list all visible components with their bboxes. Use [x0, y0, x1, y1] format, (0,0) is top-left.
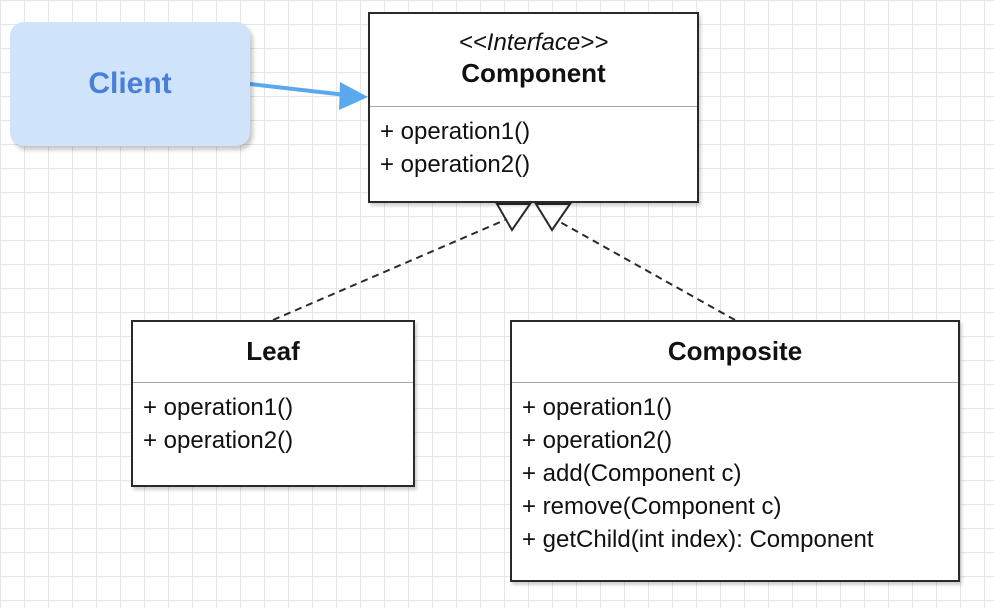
- composite-operation: + getChild(int index): Component: [522, 526, 874, 553]
- component-operation: + operation2(): [380, 151, 531, 178]
- leaf-realization-arrowhead: [495, 203, 532, 232]
- component-name: Component: [461, 58, 606, 88]
- composite-operation: + operation2(): [522, 427, 673, 454]
- leaf-realization-line[interactable]: [272, 219, 506, 321]
- composite-header: Composite: [512, 322, 958, 383]
- leaf-class-box[interactable]: Leaf + operation1() + operation2(): [131, 320, 415, 487]
- component-operation: + operation1(): [380, 118, 531, 145]
- composite-realization-arrowhead: [534, 203, 572, 232]
- composite-operations: + operation1() + operation2() + add(Comp…: [512, 383, 958, 556]
- composite-operation: + remove(Component c): [522, 493, 782, 520]
- leaf-header: Leaf: [133, 322, 413, 383]
- component-header: <<Interface>> Component: [370, 14, 697, 107]
- composite-name: Composite: [667, 336, 803, 366]
- composite-operation: + add(Component c): [522, 460, 742, 487]
- client-to-component-arrow-line[interactable]: [248, 82, 348, 97]
- component-operations: + operation1() + operation2(): [370, 107, 697, 181]
- leaf-name: Leaf: [246, 336, 300, 366]
- client-label: Client: [88, 67, 172, 100]
- client-node[interactable]: Client: [10, 22, 250, 146]
- composite-class-box[interactable]: Composite + operation1() + operation2() …: [510, 320, 960, 582]
- component-interface-box[interactable]: <<Interface>> Component + operation1() +…: [368, 12, 699, 203]
- component-stereotype: <<Interface>>: [458, 29, 609, 56]
- leaf-operation: + operation1(): [143, 394, 294, 421]
- composite-operation: + operation1(): [522, 394, 673, 421]
- composite-realization-line[interactable]: [559, 221, 736, 321]
- client-to-component-arrowhead: [339, 82, 368, 110]
- leaf-operation: + operation2(): [143, 427, 294, 454]
- leaf-operations: + operation1() + operation2(): [133, 383, 413, 457]
